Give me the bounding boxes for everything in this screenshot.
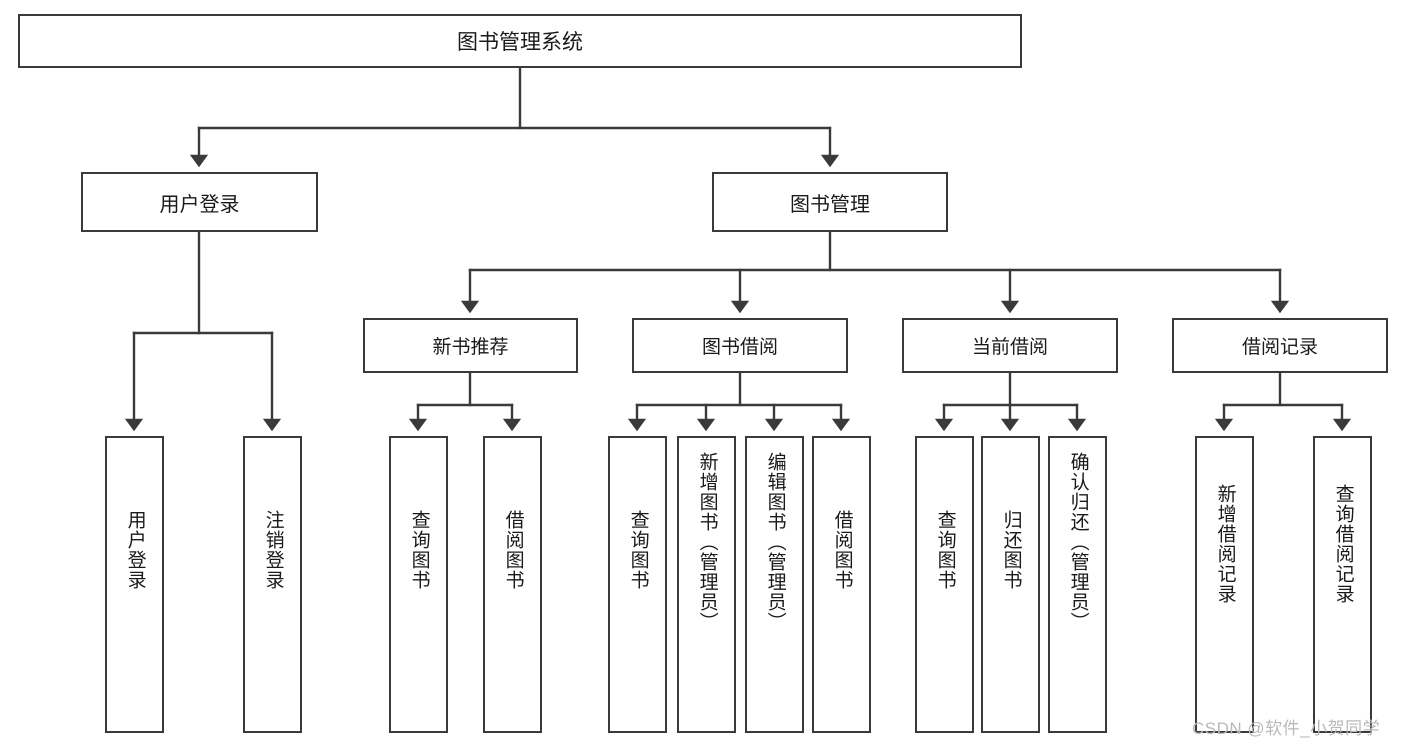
leaf-records-add-record[interactable]: 新增借阅记录 xyxy=(1195,436,1254,733)
leaf-borrow-lend-book[interactable]: 借阅图书 xyxy=(812,436,871,733)
leaf-label: 确认归还（管理员） xyxy=(1067,452,1089,632)
leaf-label: 查询图书 xyxy=(408,510,430,590)
leaf-label: 查询图书 xyxy=(934,510,956,590)
leaf-label: 查询借阅记录 xyxy=(1332,484,1354,604)
leaf-borrow-edit-book-admin[interactable]: 编辑图书（管理员） xyxy=(745,436,804,733)
leaf-current-query-book[interactable]: 查询图书 xyxy=(915,436,974,733)
leaf-label: 用户登录 xyxy=(124,510,146,590)
leaf-newbook-query-book[interactable]: 查询图书 xyxy=(389,436,448,733)
leaf-current-return-book[interactable]: 归还图书 xyxy=(981,436,1040,733)
leaf-label: 编辑图书（管理员） xyxy=(764,452,786,632)
node-borrow-records[interactable]: 借阅记录 xyxy=(1172,318,1388,373)
leaf-current-confirm-return-admin[interactable]: 确认归还（管理员） xyxy=(1048,436,1107,733)
node-book-management[interactable]: 图书管理 xyxy=(712,172,948,232)
leaf-label: 借阅图书 xyxy=(831,510,853,590)
leaf-records-query-record[interactable]: 查询借阅记录 xyxy=(1313,436,1372,733)
leaf-label: 借阅图书 xyxy=(502,510,524,590)
node-current-borrow[interactable]: 当前借阅 xyxy=(902,318,1118,373)
csdn-watermark: CSDN @软件_小贺同学 xyxy=(1192,719,1381,738)
leaf-label: 新增借阅记录 xyxy=(1214,484,1236,604)
node-book-borrow[interactable]: 图书借阅 xyxy=(632,318,848,373)
leaf-newbook-borrow-book[interactable]: 借阅图书 xyxy=(483,436,542,733)
node-new-book-recommend[interactable]: 新书推荐 xyxy=(363,318,578,373)
leaf-label: 查询图书 xyxy=(627,510,649,590)
leaf-label: 注销登录 xyxy=(262,510,284,590)
node-root-system[interactable]: 图书管理系统 xyxy=(18,14,1022,68)
leaf-label: 新增图书（管理员） xyxy=(696,452,718,632)
leaf-label: 归还图书 xyxy=(1000,510,1022,590)
node-user-login[interactable]: 用户登录 xyxy=(81,172,318,232)
leaf-borrow-add-book-admin[interactable]: 新增图书（管理员） xyxy=(677,436,736,733)
leaf-user-login[interactable]: 用户登录 xyxy=(105,436,164,733)
leaf-borrow-query-book[interactable]: 查询图书 xyxy=(608,436,667,733)
leaf-user-logout[interactable]: 注销登录 xyxy=(243,436,302,733)
